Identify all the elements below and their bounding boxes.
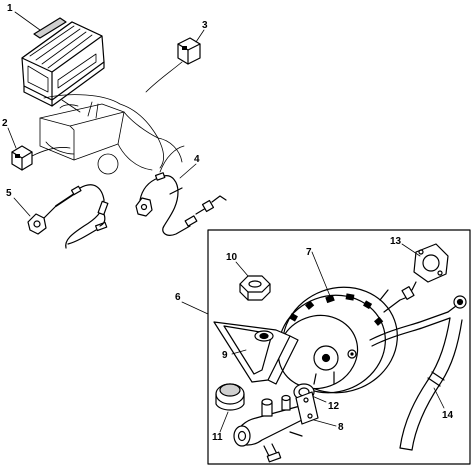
callout-9: 9 [222, 350, 228, 361]
callout-6: 6 [175, 292, 181, 303]
seal-boot-9 [213, 321, 299, 385]
relay-3 [177, 37, 201, 65]
callout-5: 5 [6, 188, 12, 199]
reservoir-seal-11 [215, 383, 245, 411]
wheel-speed-sensor-right [135, 172, 227, 236]
callout-11: 11 [212, 432, 223, 443]
callout-10: 10 [226, 252, 238, 263]
wheel-speed-sensor-left [27, 184, 109, 249]
callout-12: 12 [328, 401, 340, 412]
callout-3: 3 [202, 20, 208, 31]
callout-2: 2 [2, 118, 8, 129]
callout-labels: 1 2 3 4 5 6 7 8 9 10 11 12 13 14 [2, 3, 454, 443]
vehicle-outline [39, 94, 183, 175]
callout-13: 13 [390, 236, 402, 247]
vacuum-hose-14 [369, 295, 467, 451]
master-cylinder-8 [233, 391, 319, 463]
callout-4: 4 [194, 154, 200, 165]
gasket-13 [413, 243, 449, 283]
callout-8: 8 [338, 422, 344, 433]
brake-booster [277, 281, 417, 394]
callout-14: 14 [442, 410, 454, 421]
inset-frame [207, 229, 471, 465]
relay-2 [11, 145, 33, 171]
callout-1: 1 [7, 3, 13, 14]
callout-7: 7 [306, 247, 312, 258]
control-module [21, 17, 105, 107]
nut-10 [239, 275, 271, 301]
